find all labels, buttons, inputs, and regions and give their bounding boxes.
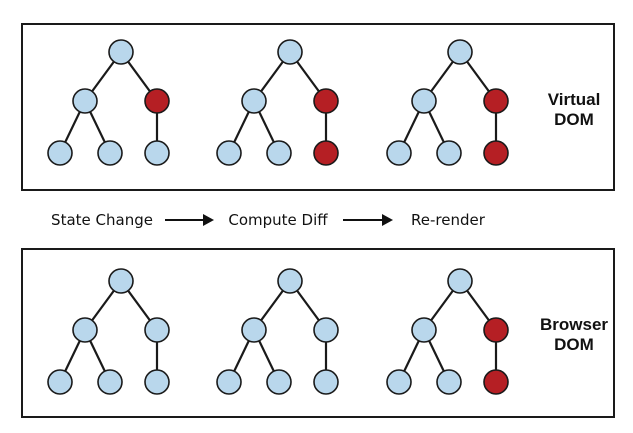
tree-node-rc xyxy=(144,140,170,166)
browser-dom-label-line2: DOM xyxy=(554,335,594,354)
tree-node-root xyxy=(108,39,134,65)
tree-node-lr xyxy=(266,140,292,166)
browser-2-tree xyxy=(216,268,339,395)
tree-node-left xyxy=(411,317,437,343)
tree-node-rc xyxy=(313,140,339,166)
tree-node-left xyxy=(72,317,98,343)
virtual-3-tree xyxy=(386,39,509,166)
tree-node-left xyxy=(241,317,267,343)
tree-node-root xyxy=(277,268,303,294)
tree-node-lr xyxy=(266,369,292,395)
browser-3-tree xyxy=(386,268,509,395)
browser-dom-trees xyxy=(47,268,509,395)
tree-node-right xyxy=(313,317,339,343)
tree-node-left xyxy=(241,88,267,114)
tree-node-rc xyxy=(483,369,509,395)
tree-node-ll xyxy=(47,140,73,166)
tree-node-right xyxy=(144,317,170,343)
tree-node-left xyxy=(411,88,437,114)
tree-node-ll xyxy=(216,140,242,166)
tree-node-ll xyxy=(216,369,242,395)
tree-node-root xyxy=(108,268,134,294)
virtual-1-tree xyxy=(47,39,170,166)
browser-dom-label-line1: Browser xyxy=(540,315,608,334)
tree-node-lr xyxy=(97,369,123,395)
step-state-change: State Change xyxy=(51,211,153,229)
tree-node-root xyxy=(277,39,303,65)
arrow-2 xyxy=(343,214,393,226)
tree-node-lr xyxy=(97,140,123,166)
virtual-2-tree xyxy=(216,39,339,166)
tree-node-root xyxy=(447,268,473,294)
tree-node-right xyxy=(313,88,339,114)
tree-node-right xyxy=(483,88,509,114)
tree-node-ll xyxy=(386,140,412,166)
virtual-dom-label-line1: Virtual xyxy=(548,90,601,109)
tree-node-lr xyxy=(436,140,462,166)
tree-node-lr xyxy=(436,369,462,395)
tree-node-rc xyxy=(144,369,170,395)
tree-node-ll xyxy=(386,369,412,395)
tree-node-rc xyxy=(483,140,509,166)
tree-node-ll xyxy=(47,369,73,395)
tree-node-rc xyxy=(313,369,339,395)
step-re-render: Re-render xyxy=(411,211,486,229)
step-compute-diff: Compute Diff xyxy=(228,211,328,229)
tree-node-root xyxy=(447,39,473,65)
virtual-dom-label-line2: DOM xyxy=(554,110,594,129)
tree-node-right xyxy=(483,317,509,343)
browser-1-tree xyxy=(47,268,170,395)
tree-node-right xyxy=(144,88,170,114)
arrow-1 xyxy=(165,214,214,226)
virtual-dom-trees xyxy=(47,39,509,166)
tree-node-left xyxy=(72,88,98,114)
